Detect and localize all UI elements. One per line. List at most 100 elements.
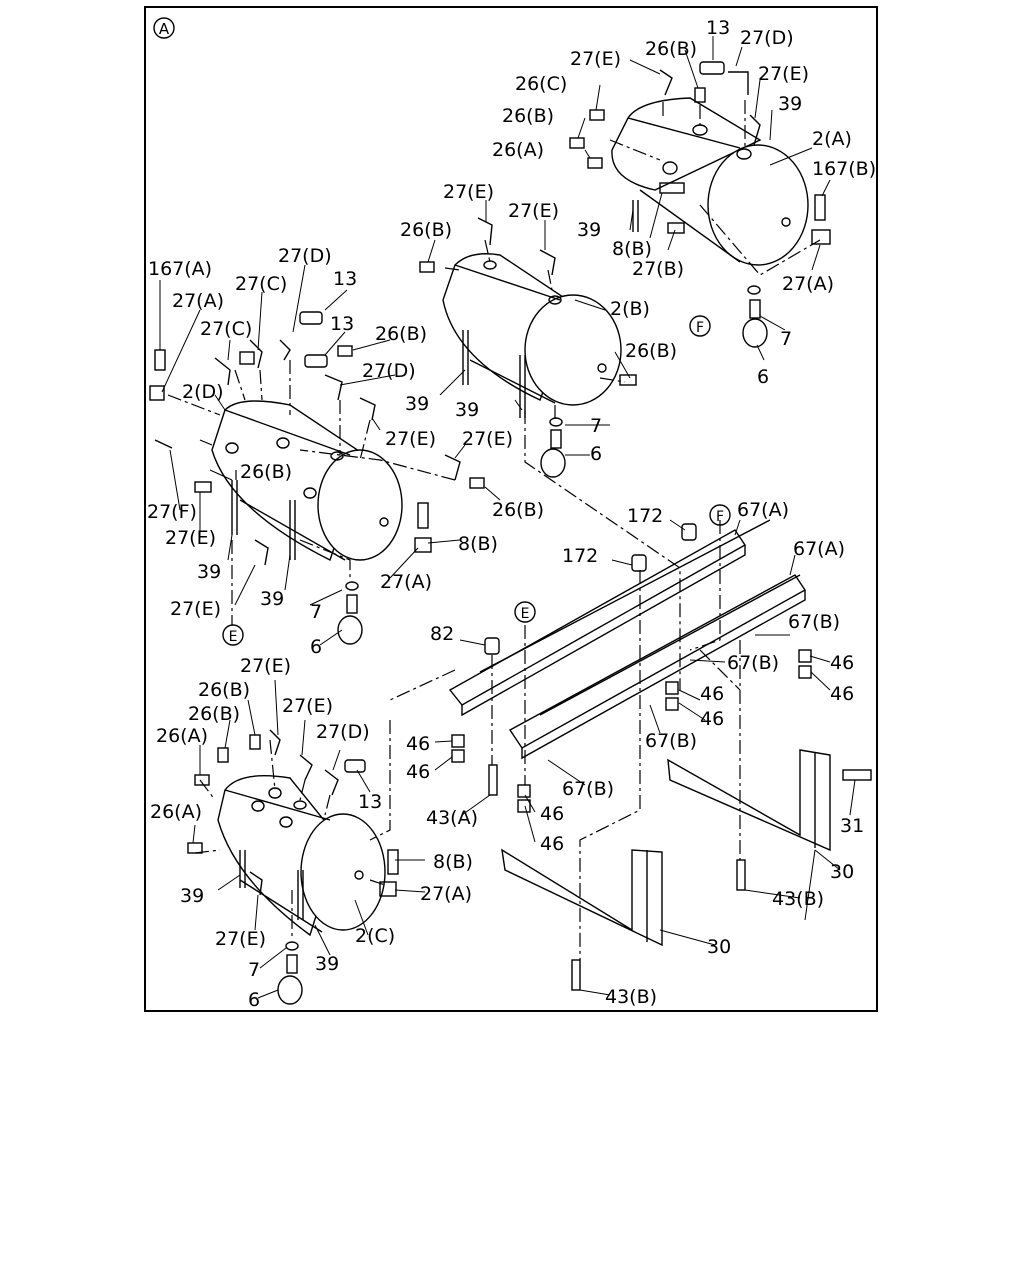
callout-label: 6 [757, 366, 769, 388]
callout-label: 39 [455, 399, 479, 421]
callout-label: 39 [260, 588, 284, 610]
callout-label: 26(A) [150, 801, 202, 823]
callout-label: 26(B) [492, 499, 544, 521]
ref-circle-e-1 [222, 624, 244, 646]
air-tank-2a [611, 97, 809, 266]
ref-circle-f-1 [689, 315, 711, 337]
callout-label: 13 [333, 268, 357, 290]
callout-label: 27(D) [740, 27, 794, 49]
callout-label: 13 [706, 17, 730, 39]
callout-label: 46 [700, 708, 724, 730]
callout-label: 167(A) [148, 258, 212, 280]
callout-label: 6 [310, 636, 322, 658]
callout-label: 26(C) [515, 73, 567, 95]
callout-label: 27(E) [570, 48, 621, 70]
callout-label: 43(B) [772, 888, 824, 910]
section-marker-text: A [159, 20, 170, 38]
callout-label: 27(A) [172, 290, 224, 312]
callout-label: 27(C) [235, 273, 287, 295]
callout-label: 27(D) [316, 721, 370, 743]
callout-label: 27(E) [443, 181, 494, 203]
callout-label: 27(B) [632, 258, 684, 280]
callout-label: 67(A) [737, 499, 789, 521]
callout-label: 26(B) [502, 105, 554, 127]
callout-label: 27(E) [508, 200, 559, 222]
callout-label: 27(E) [758, 63, 809, 85]
callout-label: 46 [700, 683, 724, 705]
callout-label: 82 [430, 623, 454, 645]
callout-label: 7 [780, 328, 792, 350]
callout-label: 67(B) [727, 652, 779, 674]
ref-circle-e-2-text: E [521, 606, 530, 622]
callout-label: 46 [830, 683, 854, 705]
callout-label: 13 [330, 313, 354, 335]
callout-label: 67(B) [645, 730, 697, 752]
ref-circle-f-1-text: F [696, 320, 704, 336]
callout-label: 39 [315, 953, 339, 975]
callout-label: 39 [180, 885, 204, 907]
section-marker-circle [153, 17, 175, 39]
callout-label: 2(B) [610, 298, 650, 320]
callout-label: 27(E) [282, 695, 333, 717]
callout-label: 7 [248, 959, 260, 981]
air-tank-2c [217, 775, 386, 937]
callout-label: 26(B) [198, 679, 250, 701]
callout-labels: 13 27(D) 27(E) 26(B) 26(C) 27(E) 39 26(B… [147, 17, 876, 1011]
callout-label: 27(E) [165, 527, 216, 549]
callout-label: 27(D) [278, 245, 332, 267]
fittings [149, 61, 831, 897]
callout-label: 27(E) [385, 428, 436, 450]
ref-circle-e-2 [514, 601, 536, 623]
callout-label: 27(E) [215, 928, 266, 950]
callout-label: 8(B) [433, 851, 473, 873]
callout-label: 30 [830, 861, 854, 883]
callout-label: 43(A) [426, 807, 478, 829]
callout-label: 2(A) [812, 128, 852, 150]
center-lines [167, 100, 821, 960]
callout-label: 26(B) [625, 340, 677, 362]
callout-label: 39 [778, 93, 802, 115]
callout-label: 30 [707, 936, 731, 958]
callout-label: 46 [406, 761, 430, 783]
callout-label: 39 [577, 219, 601, 241]
callout-label: 43(B) [605, 986, 657, 1008]
callout-label: 6 [248, 989, 260, 1011]
air-tank-2b [442, 253, 622, 418]
callout-label: 13 [358, 791, 382, 813]
leader-lines [159, 36, 856, 999]
ref-circles: F E F E [222, 315, 731, 646]
callout-label: 27(D) [362, 360, 416, 382]
callout-label: 46 [540, 803, 564, 825]
ref-circle-f-2-text: F [716, 509, 724, 525]
callout-label: 172 [627, 505, 663, 527]
callout-label: 26(B) [240, 461, 292, 483]
bracket-30-right [667, 749, 831, 852]
callout-label: 27(E) [240, 655, 291, 677]
air-tank-2d [211, 400, 403, 561]
callout-label: 6 [590, 443, 602, 465]
callout-label: 31 [840, 815, 864, 837]
callout-label: 167(B) [812, 158, 876, 180]
callout-label: 27(E) [462, 428, 513, 450]
callout-label: 26(B) [645, 38, 697, 60]
callout-label: 26(A) [492, 139, 544, 161]
callout-label: 39 [405, 393, 429, 415]
callout-label: 26(B) [375, 323, 427, 345]
frame-rails-67a [448, 519, 807, 760]
ref-circle-f-2 [709, 504, 731, 526]
callout-label: 172 [562, 545, 598, 567]
callout-label: 7 [310, 601, 322, 623]
callout-label: 27(A) [420, 883, 472, 905]
callout-label: 8(B) [458, 533, 498, 555]
callout-label: 27(F) [147, 501, 197, 523]
callout-label: 2(C) [355, 925, 395, 947]
callout-label: 2(D) [182, 381, 224, 403]
callout-label: 27(A) [782, 273, 834, 295]
callout-label: 46 [406, 733, 430, 755]
callout-label: 67(A) [793, 538, 845, 560]
callout-label: 26(A) [156, 725, 208, 747]
bracket-30-left [501, 848, 663, 947]
callout-label: 7 [590, 415, 602, 437]
callout-label: 67(B) [562, 778, 614, 800]
callout-label: 8(B) [612, 238, 652, 260]
